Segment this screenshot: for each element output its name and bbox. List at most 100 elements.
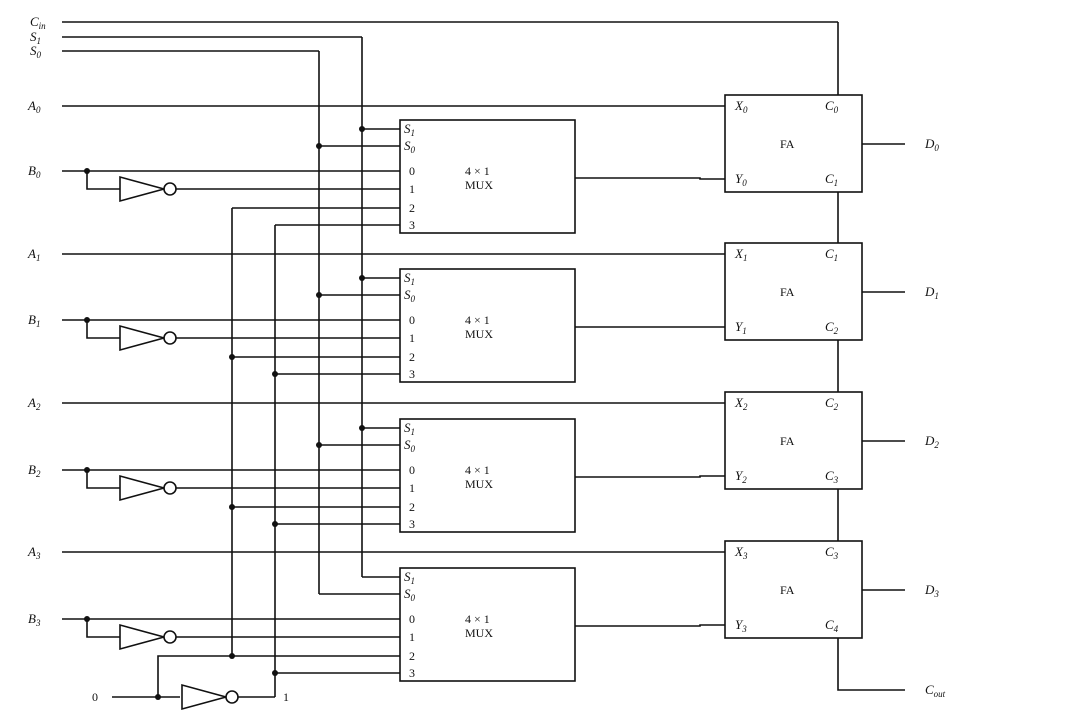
label-cin-text: Cin [30, 14, 46, 31]
label-cin-base: C [30, 14, 39, 29]
mux-2-pin-s1-base: S [404, 420, 411, 435]
fa-1-y-base: Y [735, 319, 744, 334]
mux-0-pin-s0-base: S [404, 138, 411, 153]
fa-box [724, 540, 863, 639]
fa-2-y: Y2 [735, 468, 747, 485]
mux-3-pin-s1-text: S1 [404, 569, 415, 586]
junction-dot [359, 275, 365, 281]
label-d0-sub: 0 [934, 143, 939, 153]
constant-zero-label: 0 [92, 690, 98, 704]
mux-3-pin-3: 3 [409, 666, 415, 680]
fa-0-cin-sub: 0 [834, 105, 839, 115]
fa-2-cin-base: C [825, 395, 834, 410]
fa-box [724, 94, 863, 193]
mux-3-pin-s0: S0 [404, 586, 416, 603]
mux-3-pin-s0-text: S0 [404, 586, 416, 603]
label-b3-base: B [28, 611, 36, 626]
mux-1-pin-1: 1 [409, 331, 415, 345]
mux-1-pin-s1-sub: 1 [411, 277, 416, 287]
wire-mux2-out [575, 475, 725, 478]
fa-1-cin-sub: 1 [834, 253, 839, 263]
mux-0-pin-0: 0 [409, 164, 415, 178]
fa-2-cout-text: C3 [825, 468, 839, 485]
fa-1-cout-sub: 2 [834, 326, 839, 336]
fa-0 [724, 94, 863, 193]
inverter-triangle [119, 175, 168, 203]
label-b3-text: B3 [28, 611, 41, 628]
label-cout-sub: out [934, 689, 946, 699]
label-a3-text: A3 [27, 544, 41, 561]
mux-3-pin-s1: S1 [404, 569, 415, 586]
inverter-bubble [163, 481, 177, 495]
fa-2-cout-sub: 3 [833, 475, 839, 485]
mux-2-pin-0: 0 [409, 463, 415, 477]
fa-2-y-sub: 2 [742, 475, 747, 485]
mux-2-pin-s0: S0 [404, 437, 416, 454]
fa-3-y-sub: 3 [741, 624, 747, 634]
fa-2-x-base: X [734, 395, 744, 410]
fa-2-x-sub: 2 [743, 402, 748, 412]
label-d3-text: D3 [924, 582, 939, 599]
fa-2-x-text: X2 [734, 395, 748, 412]
label-d1-base: D [924, 284, 935, 299]
mux-2-pin-1: 1 [409, 481, 415, 495]
inverter-bubble [163, 331, 177, 345]
label-d2-base: D [924, 433, 935, 448]
junction-dot [229, 504, 235, 510]
fa-3-x: X3 [734, 544, 748, 561]
fa-2-name: FA [780, 434, 795, 448]
inverter-b0 [119, 175, 177, 203]
junction-dot [272, 521, 278, 527]
label-s0-sub: 0 [37, 50, 42, 60]
fa-box [724, 242, 863, 341]
fa-0-y-text: Y0 [735, 171, 747, 188]
fa-0-cout-sub: 1 [834, 178, 839, 188]
mux-3-pin-s1-base: S [404, 569, 411, 584]
label-cout: Cout [925, 682, 946, 699]
mux-0-pin-s1: S1 [404, 121, 415, 138]
fa-1-cout-base: C [825, 319, 834, 334]
fa-1-x-base: X [734, 246, 744, 261]
fa-2-x: X2 [734, 395, 748, 412]
label-b1-text: B1 [28, 312, 40, 329]
mux-1-pin-s1: S1 [404, 270, 415, 287]
fa-0-y-base: Y [735, 171, 744, 186]
label-d1: D1 [924, 284, 939, 301]
mux-1-pin-s0-base: S [404, 287, 411, 302]
fa-3-cout-text: C4 [825, 617, 839, 634]
fa-3-cout-base: C [825, 617, 834, 632]
mux-0-name: MUX [465, 178, 493, 192]
inverter-bubble [163, 630, 177, 644]
fa-0-name: FA [780, 137, 795, 151]
mux-2-title: 4 × 1 [465, 463, 490, 477]
mux-0-pin-s1-text: S1 [404, 121, 415, 138]
label-d0-base: D [924, 136, 935, 151]
mux-2-pin-s1-sub: 1 [411, 427, 416, 437]
fa-0-cout-text: C1 [825, 171, 838, 188]
label-s1-base: S [30, 29, 37, 44]
fa-2-cin: C2 [825, 395, 839, 412]
inverter-triangle [119, 474, 168, 502]
label-d1-text: D1 [924, 284, 939, 301]
label-b0: B0 [28, 163, 41, 180]
label-s0-text: S0 [30, 43, 42, 60]
mux-2-pin-s1: S1 [404, 420, 415, 437]
label-s1-text: S1 [30, 29, 41, 46]
label-s1-sub: 1 [37, 36, 42, 46]
mux-0-pin-3: 3 [409, 218, 415, 232]
fa-1-name: FA [780, 285, 795, 299]
junction-dot [359, 126, 365, 132]
fa-3-name: FA [780, 583, 795, 597]
mux-1-pin-3: 3 [409, 367, 415, 381]
label-b3: B3 [28, 611, 41, 628]
fa-1-cin-text: C1 [825, 246, 838, 263]
label-b2-base: B [28, 462, 36, 477]
mux-0-pin-s1-sub: 1 [411, 128, 416, 138]
mux-1-name: MUX [465, 327, 493, 341]
fa-3-x-text: X3 [734, 544, 748, 561]
label-a3-base: A [27, 544, 36, 559]
junction-dot [229, 354, 235, 360]
wire-b1-branch [86, 320, 120, 339]
mux-0-title: 4 × 1 [465, 164, 490, 178]
fa-1-y: Y1 [735, 319, 747, 336]
